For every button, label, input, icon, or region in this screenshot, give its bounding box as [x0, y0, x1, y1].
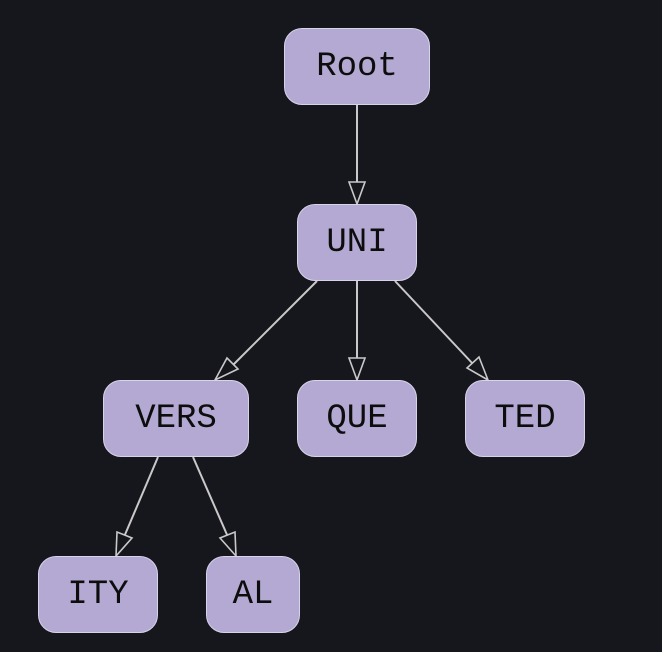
- node-label: UNI: [326, 223, 388, 262]
- tree-node-uni: UNI: [297, 204, 417, 281]
- arrowhead-vers-ity: [115, 530, 134, 559]
- tree-node-ted: TED: [465, 380, 585, 457]
- node-label: ITY: [67, 575, 129, 614]
- node-label: TED: [494, 399, 556, 438]
- edge-vers-ity: [123, 456, 159, 538]
- tree-node-vers: VERS: [103, 380, 249, 457]
- node-label: QUE: [326, 399, 388, 438]
- arrowhead-uni-que: [347, 357, 367, 383]
- tree-node-ity: ITY: [38, 556, 158, 633]
- node-label: Root: [316, 47, 398, 86]
- tree-node-al: AL: [206, 556, 300, 633]
- tree-node-que: QUE: [297, 380, 417, 457]
- node-label: AL: [232, 575, 274, 614]
- edge-uni-ted: [394, 280, 474, 365]
- node-label: VERS: [135, 399, 217, 438]
- arrowhead-uni-vers: [213, 356, 240, 382]
- edge-vers-al: [192, 456, 229, 538]
- arrowhead-root-uni: [347, 181, 367, 207]
- tree-node-root: Root: [284, 28, 430, 105]
- arrowhead-uni-ted: [465, 355, 490, 382]
- arrowhead-vers-al: [218, 530, 237, 559]
- edge-uni-vers: [231, 280, 318, 367]
